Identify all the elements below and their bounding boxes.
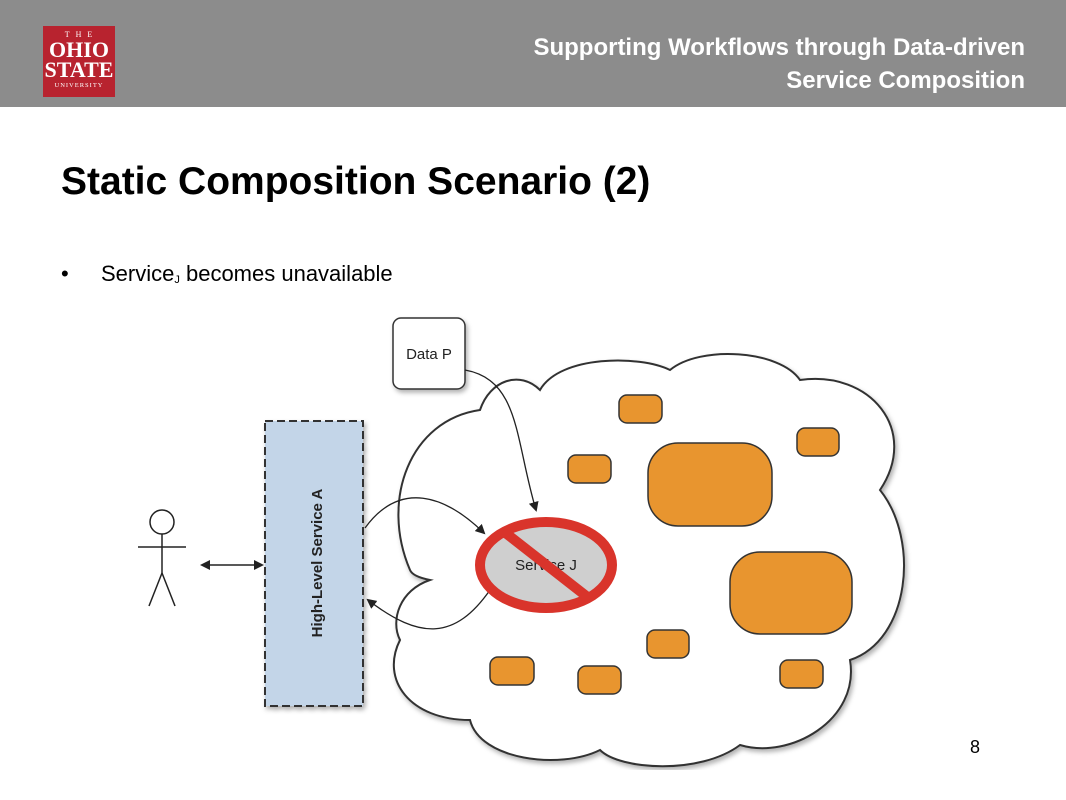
response-arrow (366, 589, 491, 630)
service-block (646, 629, 690, 659)
data-p-box: Data P (392, 317, 466, 390)
high-level-service-a: High-Level Service A (264, 420, 364, 707)
service-block-large (647, 442, 773, 527)
user-stick-figure (138, 509, 186, 607)
service-block (489, 656, 535, 686)
service-block (796, 427, 840, 457)
prohibited-icon (475, 517, 617, 613)
service-block (577, 665, 622, 695)
page-number: 8 (970, 737, 981, 757)
bullet-item: •ServiceJ becomes unavailable (61, 261, 393, 286)
header-bar: THE OHIO STATE UNIVERSITY Supporting Wor… (0, 0, 1066, 107)
service-block (779, 659, 824, 689)
service-block (618, 394, 663, 424)
service-block (567, 454, 612, 484)
data-flow-arrow (464, 369, 539, 512)
svg-text:High-Level Service A: High-Level Service A (309, 489, 326, 638)
service-composition-diagram: Data P High-Level Service A Service J (138, 317, 905, 768)
service-j-unavailable: Service J (475, 517, 617, 613)
presentation-title: Supporting Workflows through Data-driven… (533, 34, 1025, 94)
slide-title: Static Composition Scenario (2) (61, 160, 651, 203)
service-block-large (729, 551, 853, 635)
bullet-dot: • (61, 261, 69, 286)
request-arrow (364, 497, 486, 535)
svg-text:Data P: Data P (406, 346, 452, 363)
ohio-state-logo: THE OHIO STATE UNIVERSITY (43, 26, 115, 97)
